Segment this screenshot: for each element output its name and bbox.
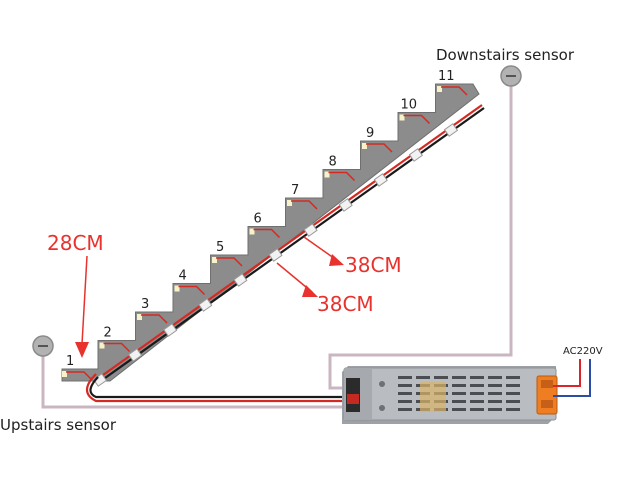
step-led-light xyxy=(287,200,292,206)
vent-slot xyxy=(470,408,484,411)
step-led-strip xyxy=(441,86,468,96)
step-number-label: 8 xyxy=(329,155,337,170)
vent-slot xyxy=(398,376,412,379)
step-led-light xyxy=(249,228,255,235)
led-strip-red-wire xyxy=(95,104,483,381)
vent-slot xyxy=(470,392,484,395)
step-led-light xyxy=(362,143,367,149)
step-led-light xyxy=(62,371,67,377)
step-led-strip xyxy=(291,200,318,210)
step-led-light xyxy=(437,86,442,92)
downstairs-sensor-label: Downstairs sensor xyxy=(436,46,575,64)
ac-input-wires xyxy=(553,359,591,397)
led-strip-black-wire xyxy=(97,107,485,384)
vent-slot xyxy=(416,376,430,379)
vent-slot xyxy=(398,392,412,395)
vent-slot xyxy=(470,376,484,379)
step-led-light xyxy=(399,114,405,121)
step-led-light xyxy=(174,285,180,292)
step-number-label: 7 xyxy=(291,183,299,198)
step-led-light xyxy=(137,314,142,320)
strip-connector xyxy=(198,298,213,312)
strip-connectors xyxy=(92,123,459,387)
step-led-strip xyxy=(141,314,168,324)
vent-slot xyxy=(398,408,412,411)
strip-connector xyxy=(128,348,143,362)
step-number-label: 9 xyxy=(366,126,374,141)
step-number-label: 11 xyxy=(438,69,455,84)
sensor-wires xyxy=(41,86,513,409)
step-number-label: 2 xyxy=(104,326,112,341)
stair-profile xyxy=(61,83,480,382)
strip-connector xyxy=(163,323,178,337)
annotation-arrows xyxy=(75,236,344,358)
step-lights xyxy=(62,86,468,381)
strip-connector xyxy=(338,198,353,212)
step-height-label: 28CM xyxy=(47,231,104,255)
vent-slot xyxy=(434,376,448,379)
vent-slot xyxy=(398,384,412,387)
vent-slot xyxy=(398,400,412,403)
step-led-strip xyxy=(328,171,356,182)
vent-slot xyxy=(488,376,502,379)
strip-connector xyxy=(233,273,248,287)
step-led-strip xyxy=(216,257,243,267)
strip-connector xyxy=(408,148,423,162)
vent-slot xyxy=(452,408,466,411)
controller-unit xyxy=(342,366,558,424)
vent-slot xyxy=(488,384,502,387)
step-led-light xyxy=(324,171,330,178)
vent-slot xyxy=(452,400,466,403)
vent-slot xyxy=(488,400,502,403)
vent-slot xyxy=(470,400,484,403)
strip-connector xyxy=(268,248,283,262)
step-led-strip xyxy=(66,371,93,381)
step-spacing-label-a: 38CM xyxy=(345,253,402,277)
step-led-strip xyxy=(366,143,393,153)
vent-slot xyxy=(470,384,484,387)
step-number-label: 1 xyxy=(66,354,74,369)
step-number-label: 5 xyxy=(216,240,224,255)
vent-slot xyxy=(452,384,466,387)
step-number-label: 3 xyxy=(141,297,149,312)
ac-input-label: AC220V xyxy=(563,346,603,357)
feed-wires xyxy=(85,373,344,403)
step-led-strip xyxy=(403,114,431,125)
upstairs-sensor-label: Upstairs sensor xyxy=(0,416,117,434)
vent-slot xyxy=(452,392,466,395)
step-led-strip xyxy=(103,342,131,353)
vent-slot xyxy=(488,408,502,411)
downstairs-sensor xyxy=(500,65,522,87)
step-number-label: 4 xyxy=(179,269,187,284)
step-led-strip xyxy=(253,228,281,239)
vent-slot xyxy=(506,400,520,403)
upstairs-sensor xyxy=(32,335,54,357)
step-led-light xyxy=(99,342,105,349)
step-numbers: 1 2 3 4 5 6 7 8 9 10 11 xyxy=(66,69,455,369)
vent-slot xyxy=(488,392,502,395)
step-number-label: 6 xyxy=(254,212,262,227)
vent-slot xyxy=(506,376,520,379)
vent-slot xyxy=(506,392,520,395)
step-number-label: 10 xyxy=(401,98,418,113)
staircase xyxy=(61,83,485,387)
vent-slot xyxy=(506,384,520,387)
strip-connector xyxy=(373,173,388,187)
vent-slot xyxy=(506,408,520,411)
step-led-strip xyxy=(178,285,206,296)
strip-connector xyxy=(303,223,318,237)
step-spacing-label-b: 38CM xyxy=(317,292,374,316)
strip-connector xyxy=(92,373,108,387)
step-led-light xyxy=(212,257,217,263)
vent-slot xyxy=(452,376,466,379)
strip-connector xyxy=(443,123,459,137)
